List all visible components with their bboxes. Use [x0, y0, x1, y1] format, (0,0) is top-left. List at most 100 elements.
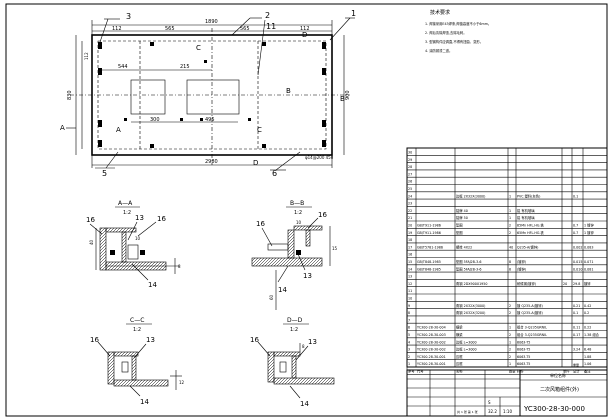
bom-cell-rem: 1 镀锌: [584, 230, 594, 235]
bom-header-cell: 总计: [573, 369, 580, 374]
svg-text:13: 13: [146, 336, 155, 344]
bom-cell-qty: 1: [509, 340, 511, 344]
section-c-c: C—C 1:2 12 16 13 14: [90, 317, 185, 406]
balloon-1: 1: [329, 9, 356, 41]
bom-cell-name: 横梁: [456, 332, 463, 337]
bom-cell-name: 角钢 2DX900X1950: [456, 281, 487, 286]
bom-cell-mat: 6063-T5: [517, 340, 530, 344]
bom-cell-mat: 6063-T5: [517, 362, 530, 366]
bom-cell-w2: 0.11: [573, 326, 580, 330]
bom-cell-no: 15: [408, 260, 412, 264]
bom-cell-qty: 1: [509, 362, 511, 366]
bom-cell-no: 7: [408, 318, 410, 322]
sheet-info: 共 1 张 第 1 张: [457, 409, 478, 414]
bom-cell-rem: 0.071: [584, 260, 593, 264]
svg-text:11: 11: [266, 22, 276, 31]
dim-inner-4: 495: [205, 117, 215, 123]
svg-text:16: 16: [256, 220, 265, 228]
dim-right: 900: [345, 90, 351, 100]
bom-header-cell: 名称: [456, 369, 463, 374]
bom-cell-mat: PVC 塑料(灰色): [517, 193, 540, 198]
bom-cell-name: 铭牌 50: [456, 215, 468, 220]
bom-cell-w2: 0.7: [573, 224, 578, 228]
dim-top-3: 565: [240, 26, 250, 32]
mark-a-right: A: [116, 126, 121, 134]
bom-cell-rem: 0.22: [584, 326, 591, 330]
section-d-title: D—D: [287, 317, 303, 324]
bom-cell-mat: 镀 Q235-A(镀锌): [517, 303, 543, 308]
bom-cell-rem: 0.083: [584, 245, 593, 249]
svg-text:13: 13: [308, 338, 317, 346]
drawing-scale: 1:10: [503, 409, 512, 414]
dim-d-top: 8: [302, 344, 305, 349]
dim-bottom: 2980: [205, 159, 218, 165]
bom-cell-qty: 40: [509, 245, 513, 249]
dim-left: 830: [67, 90, 73, 100]
bom-cell-mat: 铝 有机玻璃: [517, 208, 535, 213]
svg-text:13: 13: [135, 214, 144, 222]
bom-cell-qty: 1: [509, 209, 511, 213]
note-line-3: 3. 型钢构件应调直,不得有扭曲、变形。: [425, 39, 483, 44]
note-line-1: 1. 焊接采用E43焊条,焊缝高度不小于6mm。: [425, 21, 491, 26]
bom-cell-no: 16: [408, 253, 412, 257]
bom-cell-name: 边框 L=3000: [456, 339, 477, 344]
dim-overall-top: 1890: [205, 19, 218, 25]
bom-cell-rem: 0.2: [584, 311, 589, 315]
bom-cell-code: YC300-28-30-001: [417, 355, 446, 359]
balloon-16-d: 16: [250, 336, 271, 357]
balloon-5: 5: [95, 151, 119, 178]
svg-text:14: 14: [148, 281, 157, 289]
technical-notes: 技术要求 1. 焊接采用E43焊条,焊缝高度不小于6mm。 2. 焊后清除焊渣,…: [425, 9, 491, 53]
plan-opening-right: [186, 79, 240, 115]
bom-cell-w2: 0.015: [573, 260, 582, 264]
plan-view: 1890 112 565 565 112 544 215 300 495 298…: [60, 9, 356, 178]
bom-cell-no: 19: [408, 231, 412, 235]
balloon-13-c: 13: [133, 336, 155, 359]
bom-cell-mat: 组合 3-Q235GRNIL: [517, 325, 547, 330]
balloon-14-d: 14: [289, 385, 309, 408]
bom-cell-no: 2: [408, 355, 410, 359]
bom-cell-code: YC300-28-30-002: [417, 348, 446, 352]
bom-cell-qty: 2: [509, 224, 511, 228]
bom-cell-rem: 0.081: [584, 267, 593, 271]
svg-text:16: 16: [250, 336, 259, 344]
dim-b-right: 15: [332, 246, 338, 251]
svg-text:16: 16: [86, 216, 95, 224]
bom-cell-no: 24: [408, 194, 412, 198]
bom-cell-name: 垫圈 5FAJ2B-3-6: [456, 266, 482, 271]
balloon-14-c: 14: [129, 385, 149, 406]
bom-cell-qty: 8: [509, 260, 511, 264]
bom-cell-qty: 2: [509, 231, 511, 235]
note-bottom-right: φ14@200 450: [305, 155, 334, 160]
bom-cell-no: 18: [408, 238, 412, 242]
bom-cell-no: 27: [408, 172, 412, 176]
bom-cell-rem: 1.88: [584, 355, 591, 359]
mark-c-bottom: C: [257, 126, 262, 134]
dim-a-right: 8: [178, 264, 181, 269]
mark-b-right: B: [340, 95, 345, 103]
bom-header-cell: 数量: [509, 369, 516, 374]
bom-cell-no: 1: [408, 362, 410, 366]
dim-inner-2: 215: [180, 64, 190, 70]
mark-d-top: D: [302, 31, 307, 39]
balloon-2: 2: [231, 11, 270, 36]
bom-cell-rem: 1.38 组合: [584, 332, 600, 337]
section-d-scale: 1:2: [290, 327, 298, 333]
bom-cell-no: 28: [408, 165, 412, 169]
bom-cell-name: 边框: [456, 361, 463, 366]
bom-cell-mat: 6063-T5: [517, 355, 530, 359]
dim-top-4: 112: [300, 26, 310, 32]
bom-cell-qty: 8: [509, 267, 511, 271]
bom-cell-rem: 镀锌: [584, 281, 591, 286]
bom-cell-w2: 0.21: [573, 304, 580, 308]
balloon-16-a2: 16: [137, 215, 166, 237]
bom-cell-no: 14: [408, 267, 412, 271]
bom-cell-no: 26: [408, 180, 412, 184]
bom-cell-w2: 0.002: [573, 245, 582, 249]
bom-cell-w2: 3.24: [573, 348, 580, 352]
bom-cell-w1: 20: [563, 282, 567, 286]
bom-cell-no: 5: [408, 333, 410, 337]
bom-cell-mat: 组合 3-Q235GRNIL: [517, 332, 547, 337]
notes-title: 技术要求: [430, 9, 450, 16]
